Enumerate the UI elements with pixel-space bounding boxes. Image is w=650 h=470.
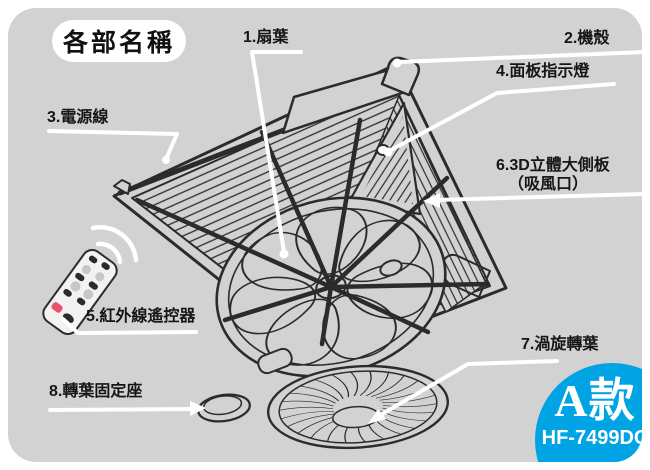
diagram-panel: 各部名稱 1.扇葉 2.機殼 3.電源線 4.面板指示燈 5.紅外線遙控器 6.… (8, 8, 642, 462)
leader-arrow-6 (423, 193, 440, 208)
leader-line-7 (375, 359, 559, 419)
leader-line-5 (61, 317, 198, 335)
vortex-blade-grille (265, 360, 450, 453)
leader-dot-4 (383, 147, 393, 157)
part-label-fan-blade: 1.扇葉 (243, 29, 289, 46)
bottom-corner-tab (257, 347, 293, 375)
leader-dot-3 (162, 156, 170, 164)
part-label-side-panel: 6.3D立體大側板 （吸風口） (496, 157, 610, 193)
leader-line-1 (250, 50, 303, 254)
part-label-remote: 5.紅外線遙控器 (86, 308, 196, 325)
support-triangle-hatch (361, 116, 413, 204)
leader-dot-2 (392, 58, 402, 68)
part-label-power-cord: 3.電源線 (47, 109, 109, 126)
leader-lines (47, 50, 642, 424)
remote-body (42, 249, 118, 335)
model-number-label: HF-7499DC (541, 427, 642, 450)
part-label-blade-mount: 8.轉葉固定座 (49, 383, 143, 400)
leader-arrow-8 (190, 401, 206, 416)
model-series-label: A款 (554, 375, 636, 426)
leader-line-6 (434, 192, 642, 202)
signal-waves-icon (90, 225, 139, 265)
part-label-side-panel-line1: 6.3D立體大側板 (496, 157, 610, 174)
leader-arrow-7 (368, 409, 386, 424)
leader-line-3 (47, 129, 179, 161)
title-box: 各部名稱 (52, 20, 186, 62)
leader-line-2 (397, 50, 642, 64)
part-label-vortex-blade: 7.渦旋轉葉 (521, 336, 599, 353)
main-unit-drawing (112, 56, 508, 378)
part-label-indicator-light: 4.面板指示燈 (496, 63, 590, 80)
leader-dot-1 (279, 249, 289, 259)
leader-line-4 (387, 82, 616, 153)
power-cord-bump (113, 179, 131, 195)
fan-diagram-artwork (42, 50, 642, 462)
leader-line-8 (48, 407, 194, 412)
part-label-casing: 2.機殼 (564, 30, 610, 47)
remote-control-drawing (42, 225, 139, 335)
motor-mount-oval (379, 259, 403, 277)
part-label-side-panel-line2: （吸風口） (508, 175, 589, 193)
model-badge: A款 HF-7499DC (535, 363, 642, 462)
guard-spokes (134, 117, 491, 347)
remote-red-button (51, 302, 63, 313)
remote-buttons (51, 255, 110, 323)
